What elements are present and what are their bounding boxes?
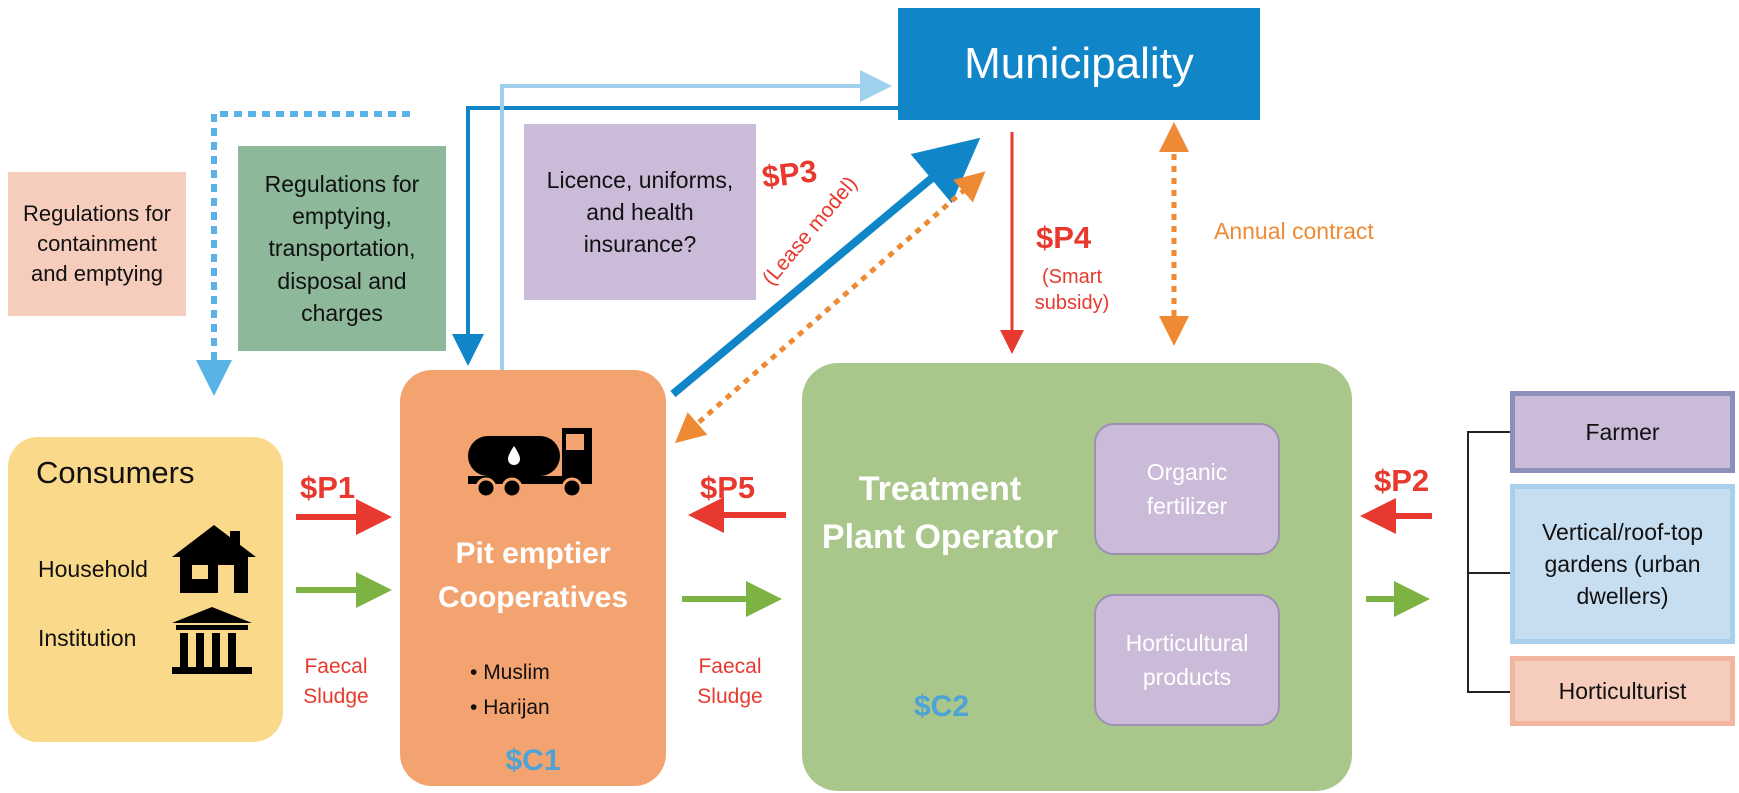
report-arrow-municipality xyxy=(500,70,892,370)
faecal-sludge-label-2: Faecal Sludge xyxy=(697,655,763,709)
farmer-label: Farmer xyxy=(1585,418,1660,445)
regulations-containment-label: Regulations for containment and emptying xyxy=(23,201,171,286)
institution-label: Institution xyxy=(38,625,137,651)
truck-icon xyxy=(468,428,592,499)
municipality-label: Municipality xyxy=(964,39,1194,88)
regulation-arrow-consumers xyxy=(196,111,410,396)
bullet-harijan: • Harijan xyxy=(470,695,550,719)
regulations-emptying-label: Regulations for emptying, transportation… xyxy=(264,171,420,326)
farmer-box: Farmer xyxy=(1510,391,1735,473)
organic-fertilizer-box: Organic fertilizer xyxy=(1094,423,1280,555)
municipality-box: Municipality xyxy=(898,8,1260,120)
household-label: Household xyxy=(38,556,148,582)
p5-label: $P5 xyxy=(700,470,756,505)
p2-label: $P2 xyxy=(1374,463,1430,498)
pit-emptier-bullets: • Muslim • Harijan xyxy=(470,656,550,725)
contract-arrow-pit xyxy=(674,171,986,444)
consumers-title: Consumers xyxy=(36,455,195,490)
regulation-arrow-pit xyxy=(452,106,898,366)
p4-note: (Smart subsidy) xyxy=(1034,266,1110,314)
p3-arrow xyxy=(670,137,981,398)
vertical-gardens-box: Vertical/roof-top gardens (urban dweller… xyxy=(1510,484,1735,644)
house-icon xyxy=(172,525,256,593)
pit-emptier-title: Pit emptier Cooperatives xyxy=(437,537,629,614)
regulations-emptying-box: Regulations for emptying, transportation… xyxy=(238,146,446,351)
p1-label: $P1 xyxy=(300,470,356,505)
organic-fertilizer-label: Organic fertilizer xyxy=(1146,458,1228,520)
horticultural-products-label: Horticultural products xyxy=(1125,629,1249,691)
horticulturist-label: Horticulturist xyxy=(1558,677,1687,704)
p4-label: $P4 xyxy=(1036,220,1092,255)
horticultural-products-box: Horticultural products xyxy=(1094,594,1280,726)
institution-icon xyxy=(172,607,252,674)
annual-contract-label: Annual contract xyxy=(1214,218,1374,244)
treatment-plant-title: Treatment Plant Operator xyxy=(821,470,1059,556)
regulations-containment-box: Regulations for containment and emptying xyxy=(8,172,186,316)
end-users-bracket xyxy=(1467,431,1510,693)
cost-c1: $C1 xyxy=(505,744,561,777)
cost-c2: $C2 xyxy=(914,690,970,723)
vertical-gardens-label: Vertical/roof-top gardens (urban dweller… xyxy=(1541,518,1704,610)
p3-label: $P3 xyxy=(760,153,820,195)
faecal-sludge-label-1: Faecal Sludge xyxy=(303,655,369,709)
bullet-muslim: • Muslim xyxy=(470,661,550,684)
horticulturist-box: Horticulturist xyxy=(1510,656,1735,726)
